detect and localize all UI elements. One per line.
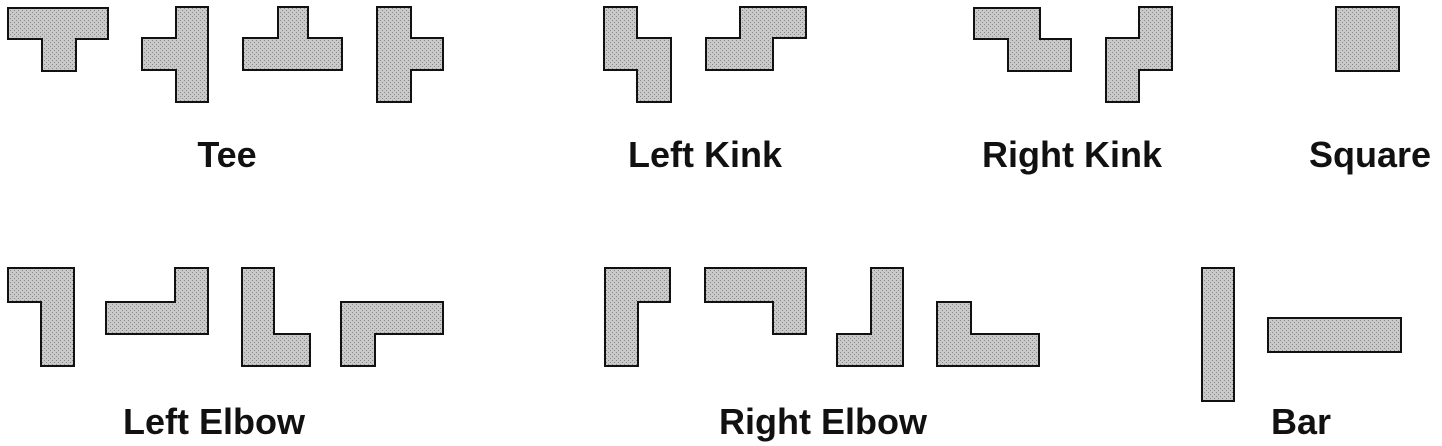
tee-label: Tee: [197, 134, 256, 175]
left-elbow-piece-1: [7, 267, 75, 367]
square-piece: [1335, 6, 1400, 72]
left-kink-label: Left Kink: [628, 134, 783, 175]
right-elbow-piece-2: [704, 267, 807, 335]
left-elbow-label: Left Elbow: [123, 401, 306, 442]
bar-label: Bar: [1271, 401, 1331, 442]
left-kink-piece-horizontal: [705, 6, 807, 71]
tee-group: Tee: [7, 6, 444, 175]
tee-piece-up: [242, 6, 343, 71]
left-kink-group: Left Kink: [603, 6, 807, 175]
tee-piece-right: [376, 6, 444, 103]
right-elbow-piece-1: [604, 267, 671, 367]
tee-piece-down: [7, 7, 109, 72]
right-kink-piece-vertical: [1105, 6, 1173, 103]
square-group: Square: [1309, 6, 1431, 175]
bar-piece-vertical: [1201, 267, 1235, 402]
tee-piece-left: [141, 6, 209, 103]
right-kink-piece-horizontal: [973, 7, 1072, 72]
left-elbow-group: Left Elbow: [7, 267, 444, 442]
right-elbow-piece-4: [936, 301, 1040, 367]
left-elbow-piece-3: [241, 267, 311, 367]
bar-piece-horizontal: [1267, 317, 1402, 353]
right-elbow-piece-3: [836, 267, 904, 367]
right-kink-label: Right Kink: [982, 134, 1163, 175]
square-label: Square: [1309, 134, 1431, 175]
right-elbow-group: Right Elbow: [604, 267, 1040, 442]
left-elbow-piece-2: [105, 267, 209, 335]
right-kink-group: Right Kink: [973, 6, 1173, 175]
left-kink-piece-vertical: [603, 6, 672, 103]
right-elbow-label: Right Elbow: [719, 401, 928, 442]
left-elbow-piece-4: [340, 301, 444, 367]
bar-group: Bar: [1201, 267, 1402, 442]
